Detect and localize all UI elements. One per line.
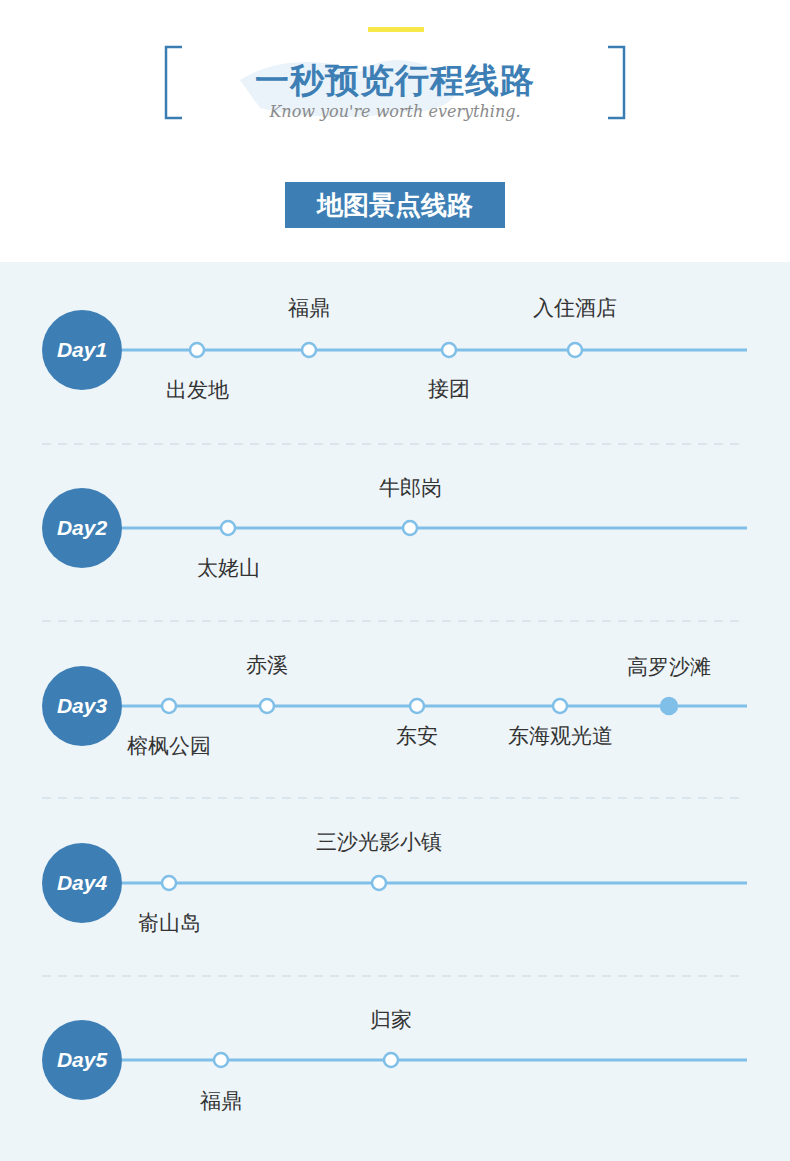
stop-label: 榕枫公园 <box>127 733 211 758</box>
stop-label: 东安 <box>396 723 438 748</box>
stop-label: 高罗沙滩 <box>627 654 711 679</box>
day-text: Day4 <box>57 871 107 895</box>
stop-label: 太姥山 <box>197 555 260 580</box>
stop-label: 出发地 <box>166 377 229 402</box>
stop-label: 赤溪 <box>246 652 288 677</box>
day-badge: Day4 <box>42 843 122 923</box>
day-text: Day2 <box>57 516 107 540</box>
day-text: Day3 <box>57 694 107 718</box>
day-badge: Day2 <box>42 488 122 568</box>
day-text: Day5 <box>57 1048 107 1072</box>
stop-label: 东海观光道 <box>508 723 613 748</box>
stop-label: 福鼎 <box>200 1088 242 1113</box>
page-title: 一秒预览行程线路 <box>255 60 535 101</box>
stop-label: 入住酒店 <box>533 295 617 320</box>
day-badge: Day1 <box>42 310 122 390</box>
stop-label: 归家 <box>370 1007 412 1032</box>
stop-label: 牛郎岗 <box>379 475 442 500</box>
stop-label: 福鼎 <box>288 295 330 320</box>
day-badge: Day3 <box>42 666 122 746</box>
subtitle: Know you're worth everything. <box>269 102 520 121</box>
section-button: 地图景点线路 <box>285 182 505 228</box>
day-text: Day1 <box>57 338 107 362</box>
day-badge: Day5 <box>42 1020 122 1100</box>
stop-label: 嵛山岛 <box>138 910 201 935</box>
button-text: 地图景点线路 <box>317 188 473 223</box>
stop-label: 接团 <box>428 376 470 401</box>
stop-label: 三沙光影小镇 <box>316 829 442 854</box>
